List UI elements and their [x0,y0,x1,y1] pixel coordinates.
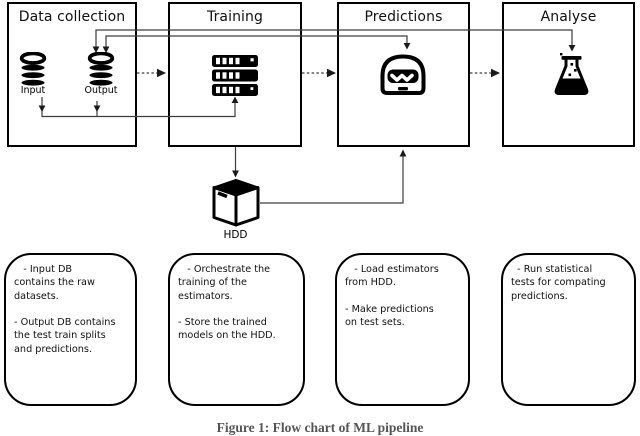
stage-box-predictions: Predictions [337,2,470,147]
robot-icon [380,54,426,95]
stage-title-analyse: Analyse [540,9,597,25]
stage-box-data-collection: Data collection [7,2,137,147]
stage-box-training: Training [168,2,302,147]
note-text-analyse: - Run statistical tests for compating pr… [511,264,606,302]
stage-title-data-collection: Data collection [18,9,126,25]
connector-hdd-to-predictions [260,156,404,204]
stage-title-predictions: Predictions [364,9,443,25]
note-box-analyse: - Run statistical tests for compating pr… [501,253,636,406]
note-text-training: - Orchestrate the training of the estima… [178,264,276,342]
note-box-data-collection: - Input DB contains the raw datasets. - … [4,253,137,406]
hdd-label: HDD [223,229,248,241]
database-icon-output [87,52,115,86]
hdd-icon [212,179,260,227]
stage-box-analyse: Analyse [502,2,635,147]
note-text-predictions: - Load estimators from HDD. - Make predi… [345,264,439,329]
note-text-data-collection: - Input DB contains the raw datasets. - … [14,264,116,355]
figure-caption: Figure 1: Flow chart of ML pipeline [216,420,424,435]
output-db-label: Output [84,85,118,96]
note-box-training: - Orchestrate the training of the estima… [168,253,305,406]
stage-title-training: Training [206,9,264,25]
note-box-predictions: - Load estimators from HDD. - Make predi… [335,253,470,406]
database-icon-input [19,52,47,86]
input-db-label: Input [20,85,46,96]
server-icon [212,55,258,96]
flask-icon [554,53,589,95]
